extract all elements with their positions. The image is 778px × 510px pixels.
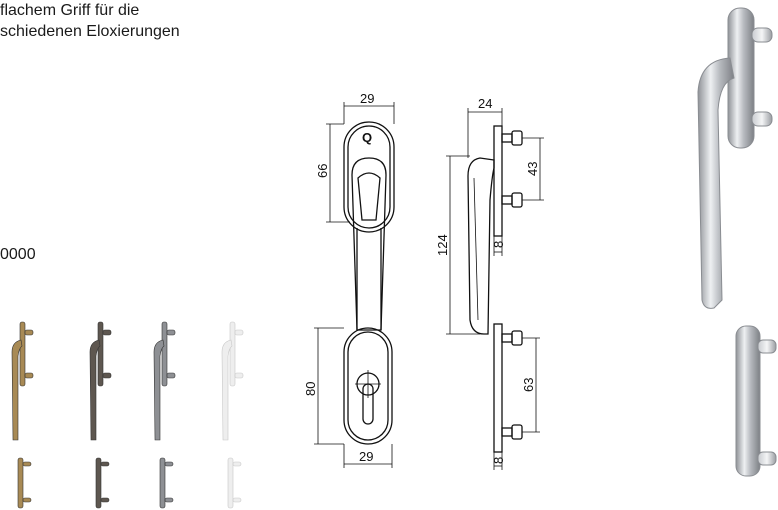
product-description: flachem Griff für die schiedenen Eloxier… bbox=[0, 0, 180, 42]
dim-front-bottom-height: 80 bbox=[303, 382, 318, 396]
finish-swatch-silver bbox=[153, 321, 176, 509]
product-photo bbox=[697, 7, 777, 477]
finish-swatch-bronze bbox=[11, 321, 34, 509]
finish-swatches bbox=[11, 321, 244, 509]
side-dimension-lines bbox=[446, 108, 544, 470]
side-handle-lever bbox=[467, 157, 495, 335]
dim-front-width-top: 29 bbox=[360, 91, 374, 106]
dim-side-total-height: 124 bbox=[435, 234, 450, 256]
finish-swatch-dark-bronze bbox=[89, 321, 112, 509]
front-dimension-lines bbox=[314, 102, 395, 468]
front-top-rosette bbox=[343, 121, 395, 233]
dim-side-pin-spacing-top: 43 bbox=[525, 162, 540, 176]
front-bottom-rosette bbox=[343, 327, 393, 445]
dim-front-top-height: 66 bbox=[315, 164, 330, 178]
dim-front-width-bottom: 29 bbox=[359, 449, 373, 464]
dim-side-base-top: 8 bbox=[491, 241, 506, 248]
description-line-2: schiedenen Eloxierungen bbox=[0, 23, 180, 40]
front-view-drawing bbox=[343, 121, 395, 445]
front-handle-lever bbox=[351, 157, 387, 331]
finish-swatch-white bbox=[221, 321, 244, 509]
photo-bottom-rosette bbox=[735, 325, 761, 477]
photo-handle-lever bbox=[697, 57, 735, 309]
side-top-base bbox=[493, 125, 503, 237]
dim-side-depth: 24 bbox=[478, 96, 492, 111]
article-code: 0000 bbox=[0, 246, 36, 263]
description-line-1: flachem Griff für die bbox=[0, 2, 140, 19]
side-view-drawing bbox=[467, 125, 523, 453]
dim-side-pin-spacing-bottom: 63 bbox=[521, 378, 536, 392]
side-bottom-base bbox=[493, 323, 503, 453]
logo-mark: Q bbox=[362, 130, 372, 145]
dim-side-base-bottom: 8 bbox=[491, 457, 506, 464]
